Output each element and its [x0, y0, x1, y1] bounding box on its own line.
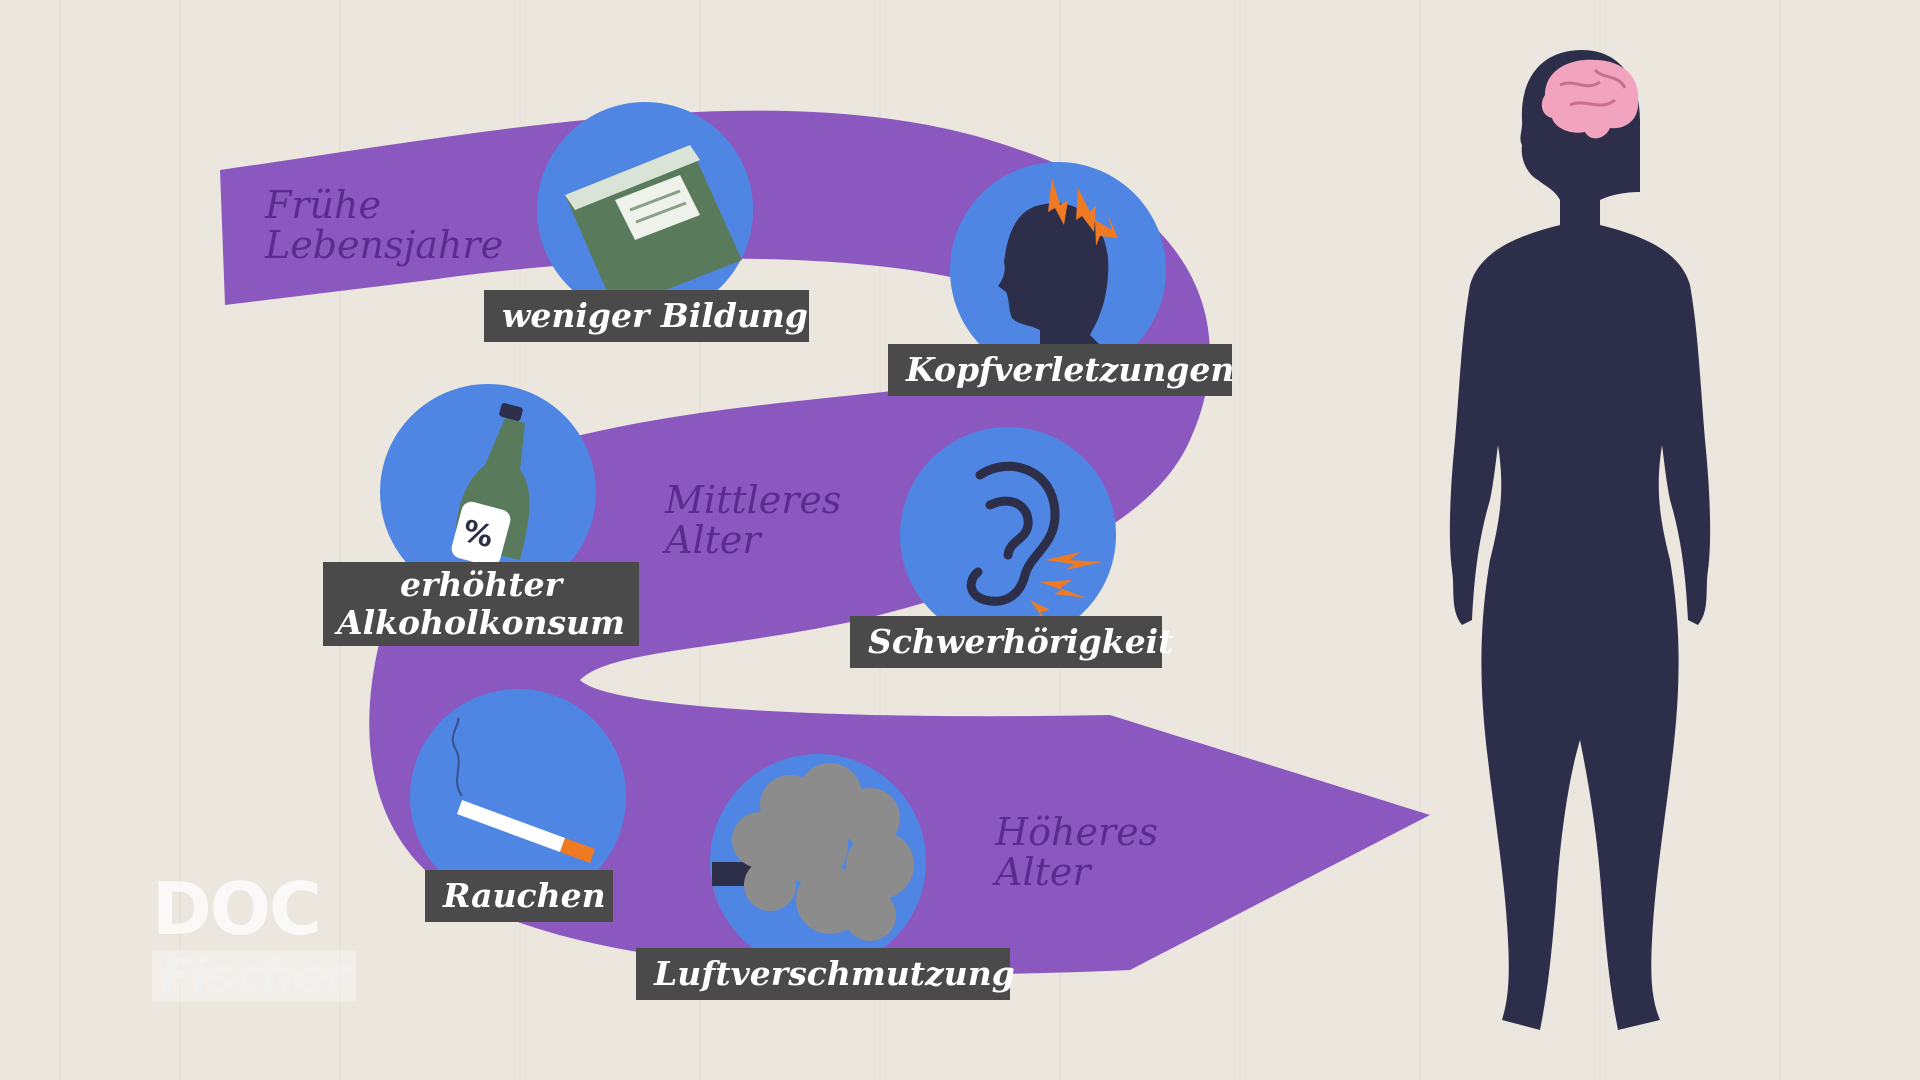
alcohol-risk-node: %	[380, 384, 596, 600]
human-silhouette	[1449, 50, 1711, 1030]
stage-older-age: Höheres Alter	[995, 810, 1159, 894]
smoking-risk-node	[410, 689, 626, 905]
air-pollution-risk-node	[710, 754, 926, 970]
label-alcohol: erhöhter Alkoholkonsum	[323, 562, 639, 646]
smoke-cloud-icon	[712, 763, 914, 941]
label-hearing: Schwerhörigkeit	[850, 616, 1173, 668]
doc-fischer-logo: DOC Fischer	[152, 870, 357, 1002]
label-smoking: Rauchen	[425, 870, 613, 922]
ear-icon	[966, 461, 1060, 606]
education-risk-node	[537, 102, 753, 318]
head-silhouette-icon	[998, 203, 1109, 345]
label-head-injury: Kopfverletzungen	[888, 344, 1234, 396]
bottle-icon	[451, 403, 530, 567]
stage-early-life: Frühe Lebensjahre	[265, 183, 504, 267]
stage-middle-age: Mittleres Alter	[665, 478, 842, 562]
label-air-pollution: Luftverschmutzung	[636, 948, 1015, 1000]
sound-spark-icon	[1030, 552, 1102, 628]
head-injury-risk-node	[950, 162, 1166, 378]
book-icon	[565, 145, 742, 310]
hearing-risk-node	[900, 427, 1116, 643]
cigarette-icon	[451, 717, 595, 863]
label-education: weniger Bildung	[484, 290, 809, 342]
pain-spark-icon	[1048, 178, 1118, 246]
